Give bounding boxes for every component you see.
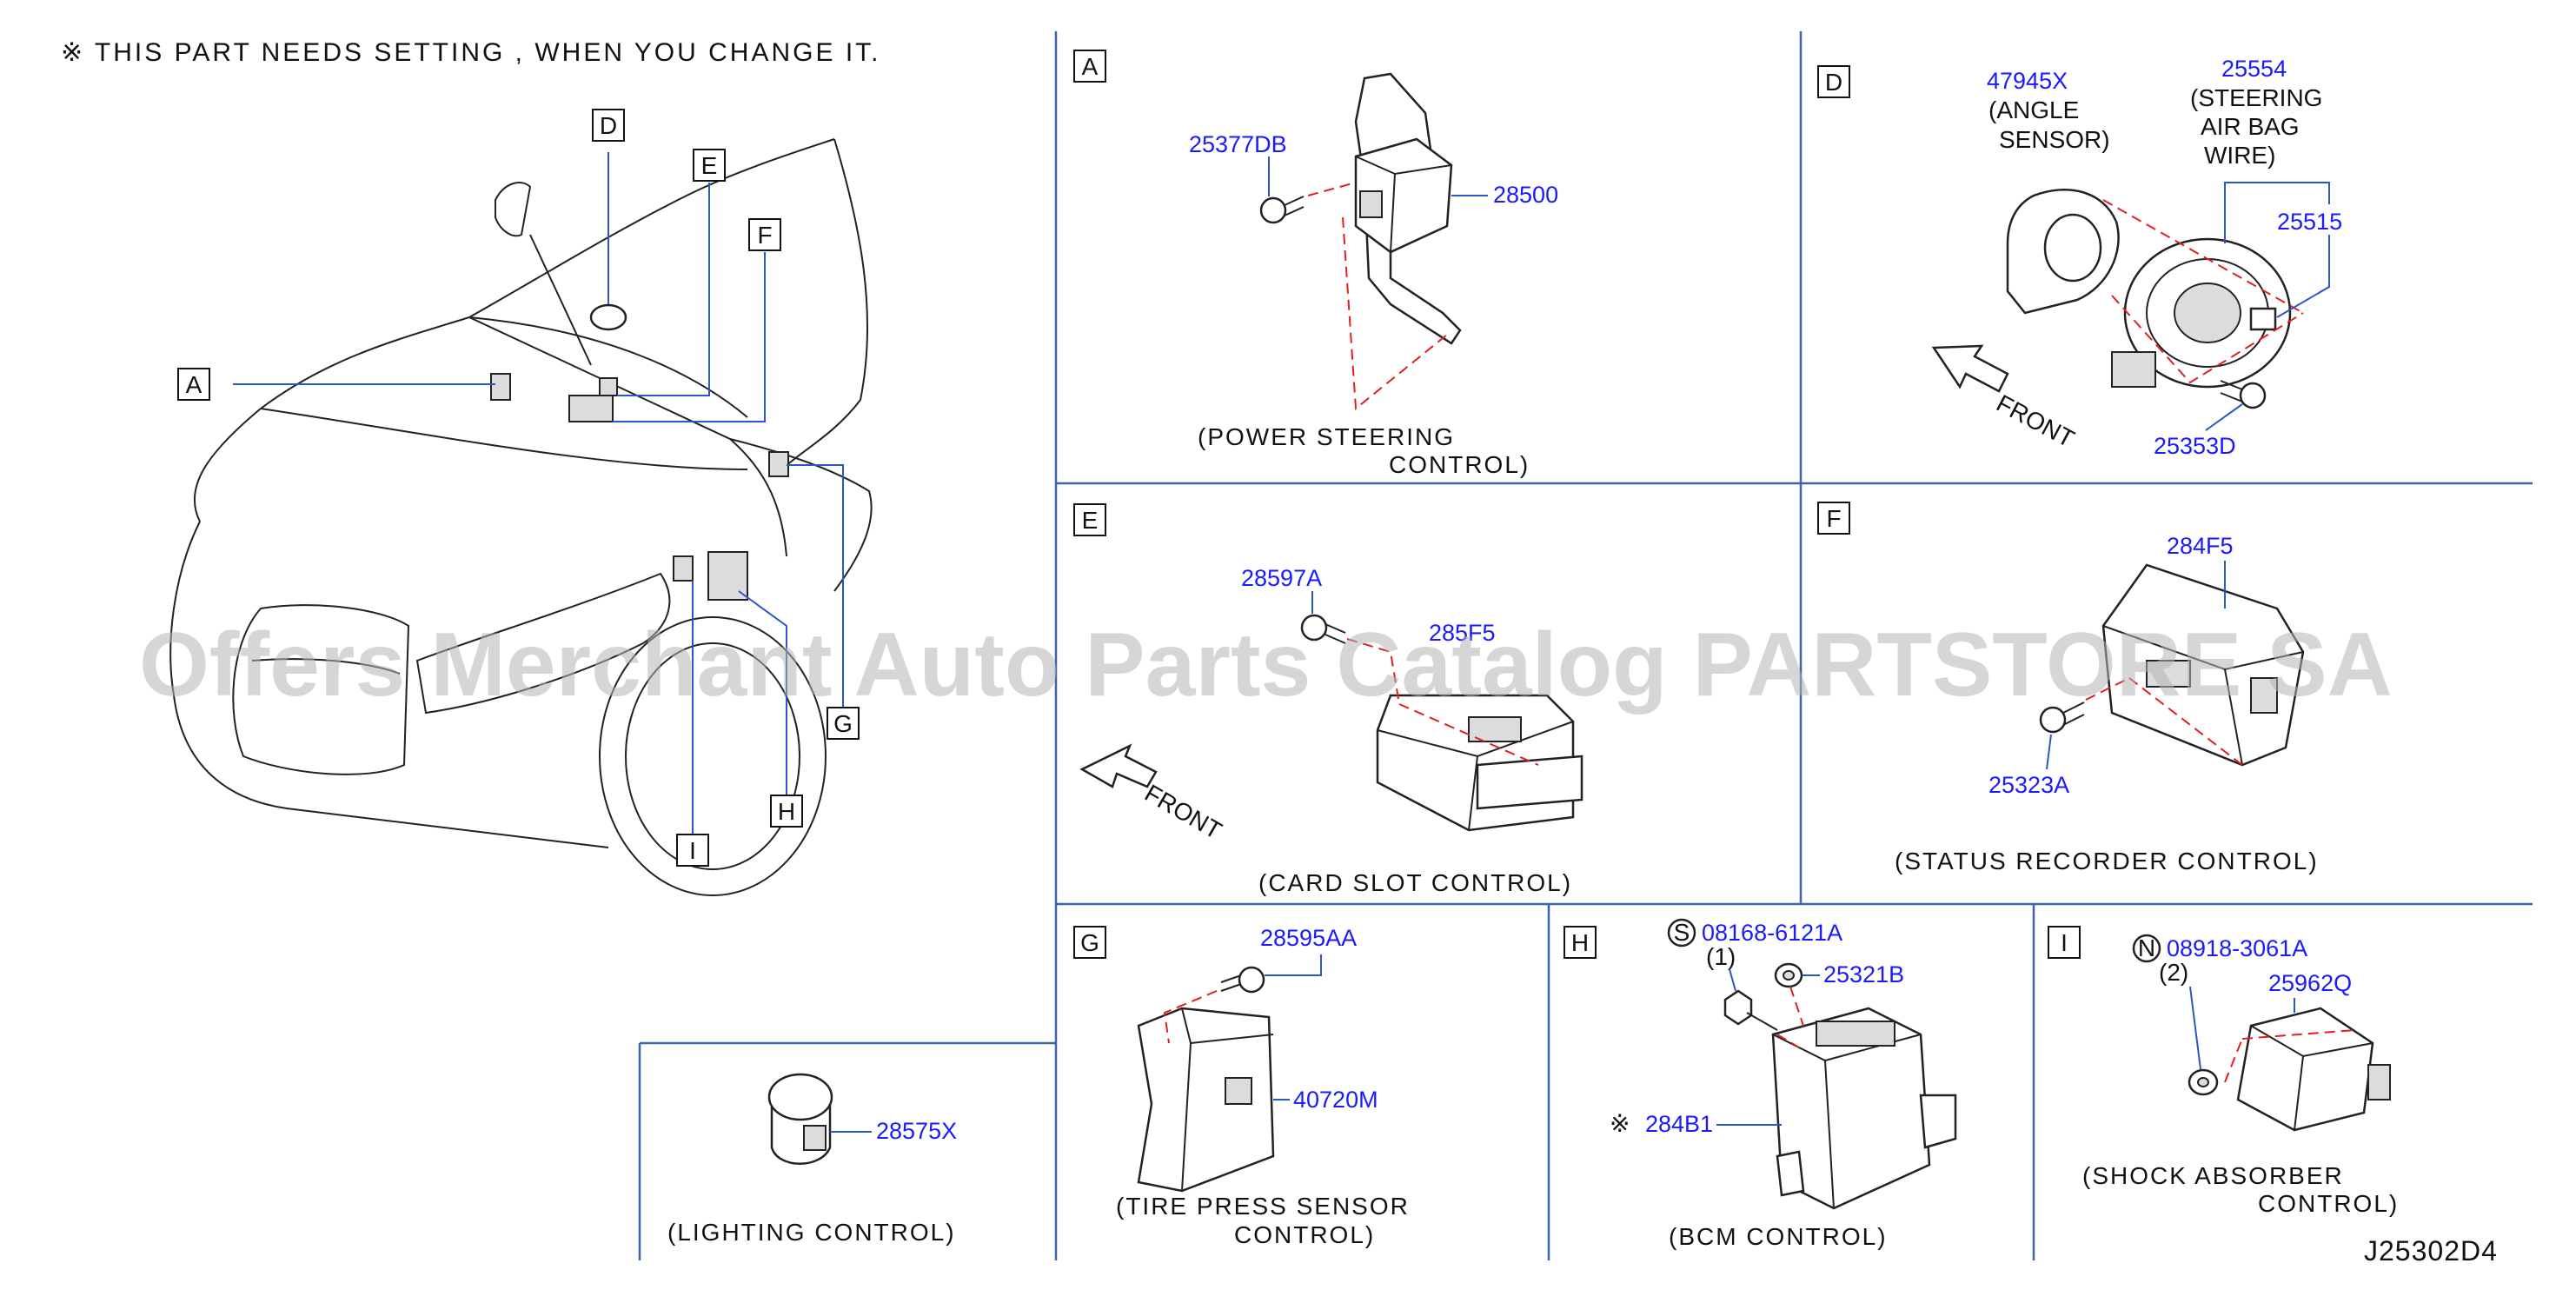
callout-box-f xyxy=(748,218,781,251)
panel-e-caption: (CARD SLOT CONTROL) xyxy=(1258,869,1572,896)
part-25321b: 25321B xyxy=(1823,961,1904,987)
nut-symbol: N xyxy=(2138,934,2155,961)
nut-icon xyxy=(2188,1068,2219,1096)
panel-g-letter: G xyxy=(1080,929,1099,956)
part-28500: 28500 xyxy=(1493,182,1558,208)
panel-lighting: 28575X (LIGHTING CONTROL) xyxy=(667,1073,957,1246)
part-47945x-desc-line1: (ANGLE xyxy=(1988,96,2079,123)
callout-f: F xyxy=(757,222,772,249)
callout-box-h xyxy=(770,795,803,828)
front-arrow-icon xyxy=(1079,743,1158,788)
part-25323a: 25323A xyxy=(1988,772,2069,798)
panel-d: D FRONT 47945X (ANGLE SENSOR) 25554 (STE… xyxy=(1817,56,2342,459)
front-arrow-icon xyxy=(1931,344,2009,393)
callout-e: E xyxy=(701,152,718,179)
panel-i: I N 08918-3061A (2) 25962Q (SHOCK ABSORB… xyxy=(2048,926,2399,1217)
panel-a-caption-line2: CONTROL) xyxy=(1389,451,1530,478)
panel-a: A 25377DB 28500 (POWER STEERING CONTROL) xyxy=(1073,50,1558,478)
bolt-qty: (1) xyxy=(1706,943,1736,970)
part-28575x: 28575X xyxy=(876,1118,957,1144)
screw-icon xyxy=(1259,196,1305,224)
part-25554-desc-line1: (STEERING xyxy=(2190,84,2322,111)
nut-qty: (2) xyxy=(2159,959,2188,986)
part-25515: 25515 xyxy=(2277,209,2342,235)
panel-g-caption-line2: CONTROL) xyxy=(1234,1221,1375,1248)
part-25554-desc-line2: AIR BAG xyxy=(2201,113,2300,140)
part-25377db: 25377DB xyxy=(1189,131,1287,157)
overview-callouts: A D E F G H I xyxy=(177,109,860,867)
diagram-code: J25302D4 xyxy=(2364,1235,2498,1267)
panel-h-letter: H xyxy=(1571,929,1589,956)
panel-d-front: FRONT xyxy=(1992,389,2079,453)
part-284f5: 284F5 xyxy=(2167,533,2234,559)
callout-box-a xyxy=(177,368,210,401)
callout-box-d xyxy=(592,109,625,142)
bolt-symbol-circle xyxy=(1667,918,1696,948)
nut-symbol-circle xyxy=(2132,934,2161,963)
part-25962q: 25962Q xyxy=(2268,970,2352,996)
bolt-symbol: S xyxy=(1674,919,1690,946)
panel-i-caption-line2: CONTROL) xyxy=(2258,1190,2399,1217)
vehicle-overview xyxy=(169,138,873,896)
part-08918-3061a: 08918-3061A xyxy=(2167,935,2307,961)
panel-f: F 284F5 25323A (STATUS RECORDER CONTROL) xyxy=(1817,502,2319,874)
callout-d: D xyxy=(600,112,617,139)
part-25353d: 25353D xyxy=(2154,433,2236,459)
panel-lighting-caption: (LIGHTING CONTROL) xyxy=(667,1219,956,1246)
nut-icon xyxy=(1774,962,1803,988)
callout-a: A xyxy=(186,371,202,398)
part-47945x-desc-line2: SENSOR) xyxy=(1999,126,2110,153)
panel-i-letter: I xyxy=(2061,929,2068,956)
watermark: Offers Merchant Auto Parts Catalog PARTS… xyxy=(139,615,2393,715)
panel-h: H S 08168-6121A (1) 25321B ※ 284B1 (BCM … xyxy=(1564,918,1957,1250)
part-25554: 25554 xyxy=(2221,56,2287,82)
panel-d-letter: D xyxy=(1825,69,1842,96)
part-40720m: 40720M xyxy=(1293,1087,1378,1113)
panel-a-letter: A xyxy=(1082,53,1099,80)
panel-f-caption: (STATUS RECORDER CONTROL) xyxy=(1895,848,2319,874)
screw-icon xyxy=(1220,966,1265,994)
part-28595aa: 28595AA xyxy=(1260,925,1357,951)
panel-e: E FRONT 28597A 285F5 (CARD SLOT CONTROL) xyxy=(1073,503,1583,896)
callout-box-i xyxy=(676,834,709,867)
screw-icon xyxy=(2039,702,2085,734)
callout-i: I xyxy=(689,837,696,864)
panel-g-caption-line1: (TIRE PRESS SENSOR xyxy=(1116,1193,1410,1220)
panel-a-caption-line1: (POWER STEERING xyxy=(1198,423,1455,450)
part-285f5-e: 285F5 xyxy=(1429,620,1496,646)
panel-e-front: FRONT xyxy=(1140,779,1226,844)
screw-icon xyxy=(1300,614,1346,644)
callout-box-g xyxy=(827,707,860,740)
panel-f-letter: F xyxy=(1826,505,1841,532)
part-47945x: 47945X xyxy=(1987,68,2068,94)
panel-g: G 28595AA 40720M (TIRE PRESS SENSOR CONT… xyxy=(1073,925,1410,1248)
part-28597a: 28597A xyxy=(1241,565,1322,591)
panel-h-caption: (BCM CONTROL) xyxy=(1669,1223,1888,1250)
setting-note: ※ THIS PART NEEDS SETTING , WHEN YOU CHA… xyxy=(61,38,881,67)
panel-dividers xyxy=(638,31,2533,1260)
screw-icon xyxy=(2220,380,2267,409)
part-25554-desc-line3: WIRE) xyxy=(2204,142,2275,169)
callout-h: H xyxy=(778,798,795,825)
part-08168-6121a: 08168-6121A xyxy=(1702,920,1842,946)
setting-mark: ※ xyxy=(1610,1110,1630,1137)
panel-e-letter: E xyxy=(1082,507,1099,534)
callout-g: G xyxy=(833,710,853,737)
panel-i-caption-line1: (SHOCK ABSORBER xyxy=(2082,1162,2344,1189)
callout-box-e xyxy=(693,149,726,182)
bolt-icon xyxy=(1723,989,1778,1031)
part-284b1: 284B1 xyxy=(1645,1111,1713,1137)
